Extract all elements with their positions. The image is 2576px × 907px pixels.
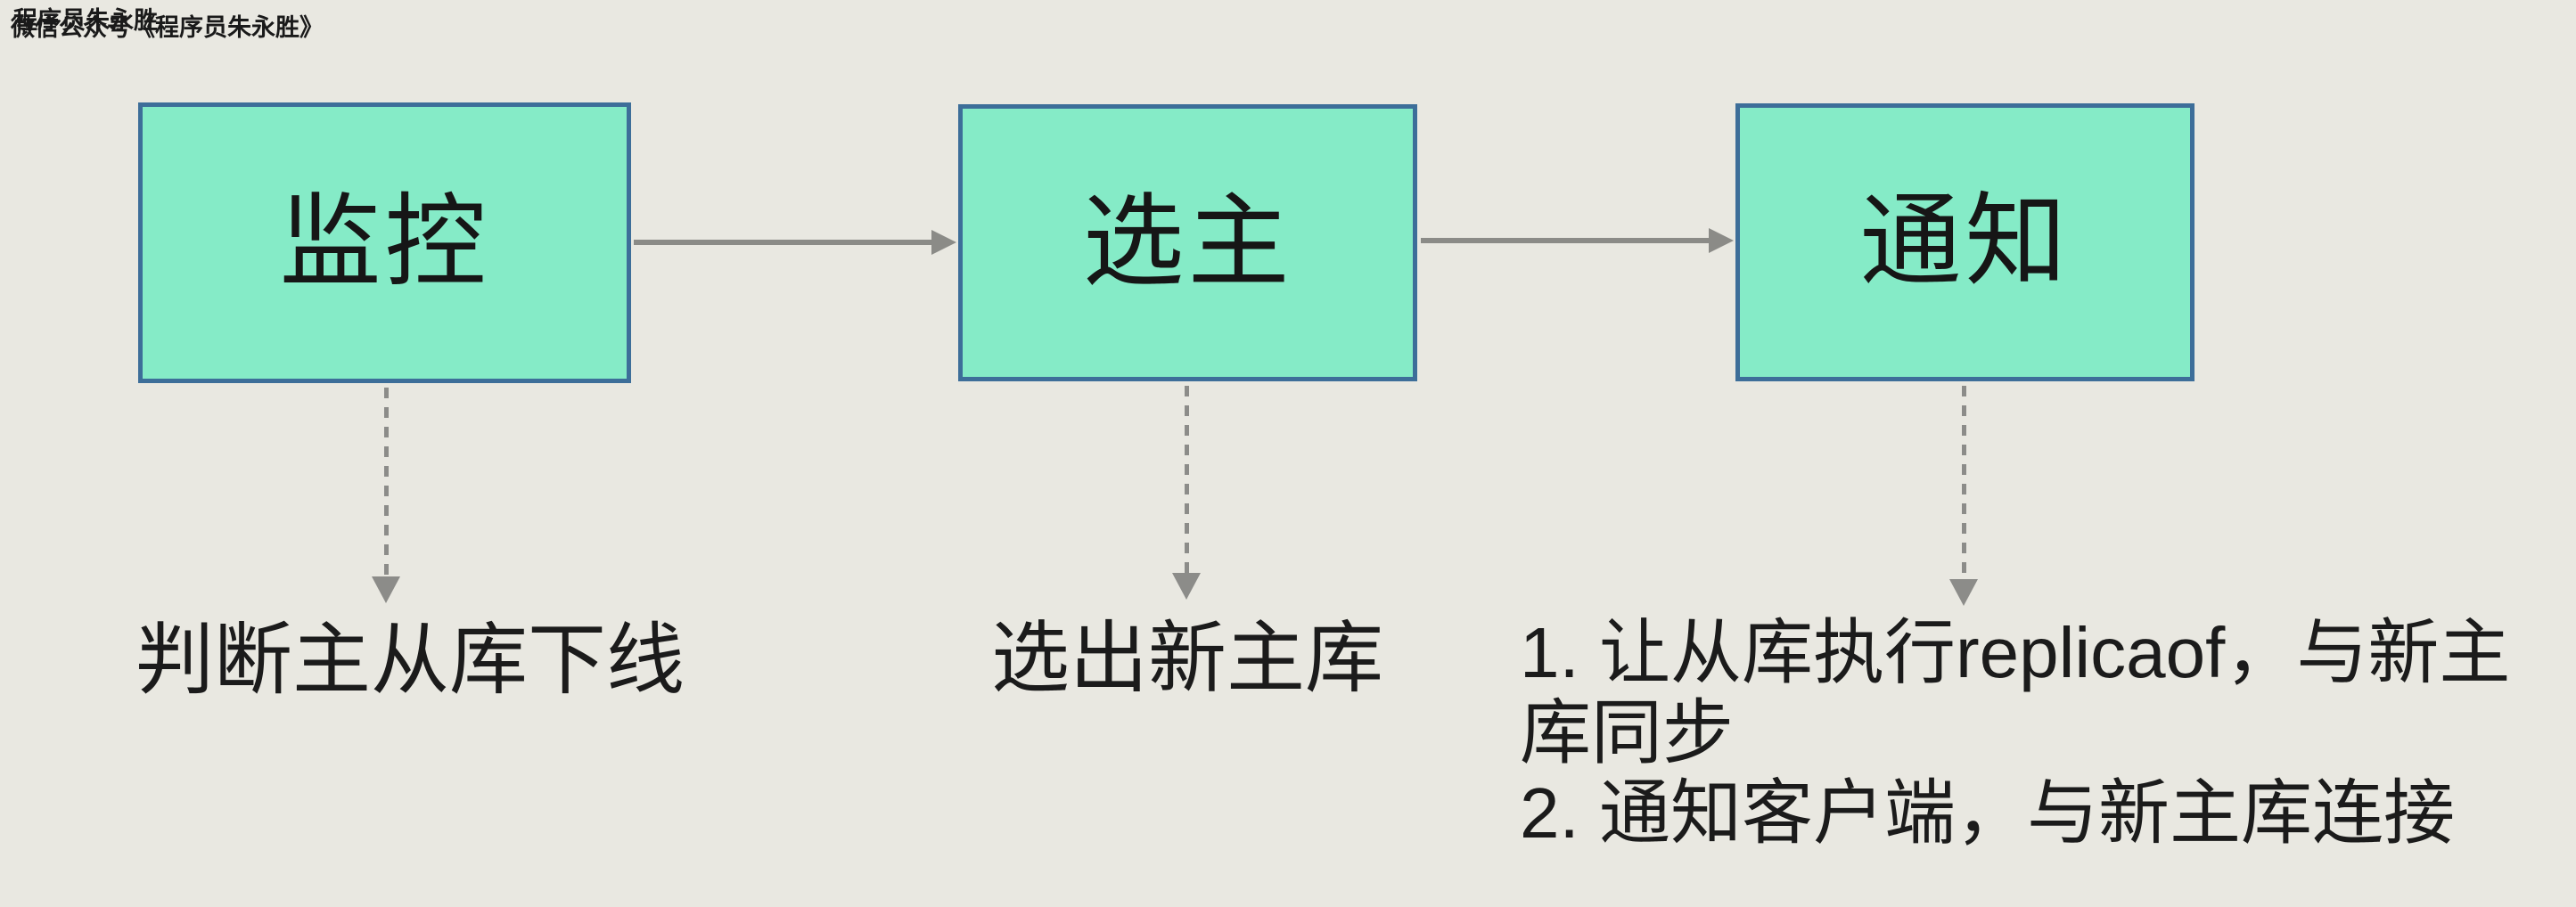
node-notify-label: 通知 (1859, 185, 2071, 298)
arrow-elect-to-notify-line (1421, 238, 1710, 243)
monitor-description: 判断主从库下线 (135, 616, 685, 704)
watermark: 微信公众号《程序员朱永胜》 程序员朱永胜 (11, 0, 635, 46)
dashed-arrow-notify-line (1962, 386, 1966, 579)
arrow-elect-to-notify-head-icon (1709, 228, 1734, 253)
dashed-arrow-notify-head-icon (1949, 579, 1978, 606)
dashed-arrow-monitor-line (384, 388, 389, 576)
watermark-overlay-text: 程序员朱永胜 (13, 7, 158, 34)
node-elect-master: 选主 (958, 104, 1417, 381)
elect-description: 选出新主库 (991, 614, 1384, 702)
node-elect-master-label: 选主 (1082, 185, 1293, 299)
notify-description: 1. 让从库执行replicaof，与新主 库同步 2. 通知客户端，与新主库连… (1520, 613, 2572, 854)
dashed-arrow-elect-head-icon (1172, 573, 1201, 600)
arrow-monitor-to-elect-head-icon (931, 230, 956, 255)
watermark-base-text: 微信公众号《程序员朱永胜》 (11, 14, 324, 41)
node-monitor-label: 监控 (279, 185, 490, 299)
notify-description-line-2: 库同步 (1520, 693, 1734, 772)
notify-description-line-1: 1. 让从库执行replicaof，与新主 (1520, 613, 2511, 692)
node-monitor: 监控 (138, 102, 631, 383)
notify-description-line-3: 2. 通知客户端，与新主库连接 (1520, 773, 2455, 853)
dashed-arrow-elect-line (1185, 386, 1189, 573)
dashed-arrow-monitor-head-icon (372, 576, 400, 603)
arrow-monitor-to-elect-line (634, 240, 933, 245)
node-notify: 通知 (1735, 103, 2195, 381)
